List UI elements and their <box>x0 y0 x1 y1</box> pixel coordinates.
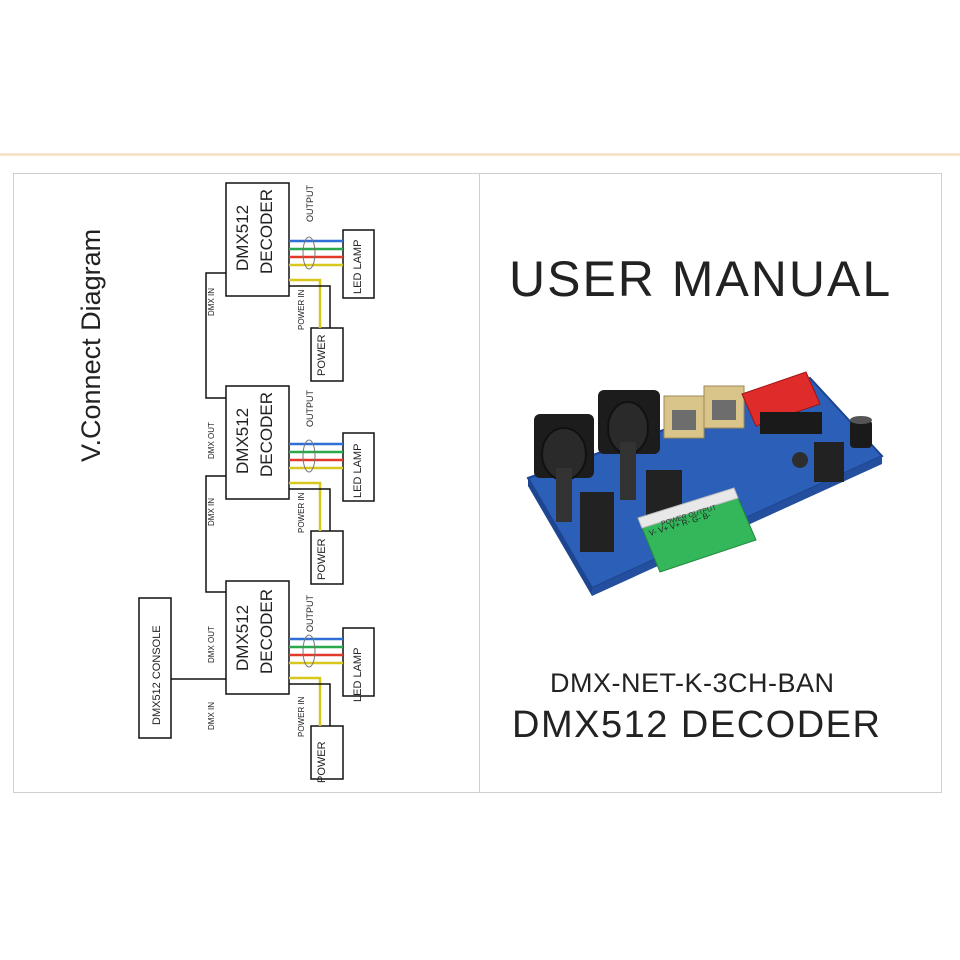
decoder-name-labels: DMX512 DECODER DMX512 DECODER DMX512 DEC… <box>233 189 276 674</box>
power-in-label-1: POWER IN <box>297 289 306 330</box>
lamp-label-1: LED LAMP <box>352 240 364 294</box>
dmx-out-label-2: DMX OUT <box>207 422 216 459</box>
lamp-labels: LED LAMP LED LAMP LED LAMP <box>352 240 364 702</box>
power-in-label-3: POWER IN <box>297 696 306 737</box>
product-name: DMX512 DECODER <box>512 704 882 746</box>
chain-wire-1 <box>205 272 226 399</box>
console-label: DMX512 CONSOLE <box>151 625 163 725</box>
rj45-ports <box>663 385 745 439</box>
power-wire-negative-1 <box>289 285 331 328</box>
power-box-2 <box>310 530 344 585</box>
output-label-2: OUTPUT <box>305 390 315 428</box>
microcontroller-chip <box>760 412 822 434</box>
decoder-board-photo: POWER OUTPUT V- V+ V+ R- G- B- <box>526 371 884 596</box>
power-wire-negative-2 <box>289 488 331 531</box>
decoder-box-2 <box>225 385 290 500</box>
decoder-box-3 <box>225 580 290 695</box>
decoder-2-line1: DMX512 <box>233 408 252 474</box>
dmx-in-label-3: DMX IN <box>207 702 216 730</box>
capacitor <box>850 416 872 448</box>
dmx-out-label-3: DMX OUT <box>207 626 216 663</box>
page-frame <box>13 173 942 793</box>
power-regulator <box>580 470 682 552</box>
output-label-3: OUTPUT <box>305 595 315 633</box>
decoder-3-line2: DECODER <box>257 589 276 674</box>
power-wire-positive-2 <box>289 481 322 531</box>
power-label-1: POWER <box>316 334 328 376</box>
output-labels: OUTPUT OUTPUT OUTPUT <box>305 185 315 633</box>
led-lamp-box-1 <box>342 229 375 299</box>
connection-diagram: V.Connect Diagram DMX512 CONSOLE POWER I… <box>76 182 375 783</box>
wire-bundle-1 <box>302 236 316 270</box>
xlr-connector-left <box>534 414 594 522</box>
dmx-labels: DMX IN DMX OUT DMX IN DMX OUT DMX IN <box>207 288 216 730</box>
dmx-in-label-2: DMX IN <box>207 498 216 526</box>
dmx-in-label-1: DMX IN <box>207 288 216 316</box>
power-label-2: POWER <box>316 538 328 580</box>
power-in-label-2: POWER IN <box>297 492 306 533</box>
diagram-heading: V.Connect Diagram <box>76 229 106 462</box>
terminal-block: POWER OUTPUT V- V+ V+ R- G- B- <box>637 487 757 573</box>
power-input-labels: POWER IN POWER IN POWER IN <box>297 289 306 737</box>
model-code: DMX-NET-K-3CH-BAN <box>550 668 835 698</box>
page-divider <box>479 173 480 793</box>
power-box-labels: POWER POWER POWER <box>316 334 328 783</box>
decoder-1-line1: DMX512 <box>233 205 252 271</box>
decoder-1-line2: DECODER <box>257 189 276 274</box>
xlr-connector-right <box>598 390 660 500</box>
small-capacitor <box>792 452 808 468</box>
decoder-box-1 <box>225 182 290 297</box>
mosfet-block <box>814 442 844 482</box>
lamp-label-3: LED LAMP <box>352 648 364 702</box>
top-edge-line <box>0 153 960 156</box>
decoder-2-line2: DECODER <box>257 392 276 477</box>
decoder-3-line1: DMX512 <box>233 605 252 671</box>
power-wire-negative-3 <box>289 683 331 726</box>
power-box-3 <box>310 725 344 780</box>
manual-title: USER MANUAL <box>509 251 893 307</box>
power-wire-positive-1 <box>289 278 322 328</box>
power-box-1 <box>310 327 344 382</box>
power-label-3: POWER <box>316 741 328 783</box>
lamp-label-2: LED LAMP <box>352 444 364 498</box>
power-wire-positive-3 <box>289 676 322 726</box>
wire-bundle-3 <box>302 634 316 668</box>
output-label-1: OUTPUT <box>305 185 315 223</box>
led-lamp-box-2 <box>342 432 375 502</box>
chain-wire-2 <box>205 475 226 593</box>
console-box: DMX512 CONSOLE <box>138 597 172 739</box>
wire-bundle-2 <box>302 439 316 473</box>
